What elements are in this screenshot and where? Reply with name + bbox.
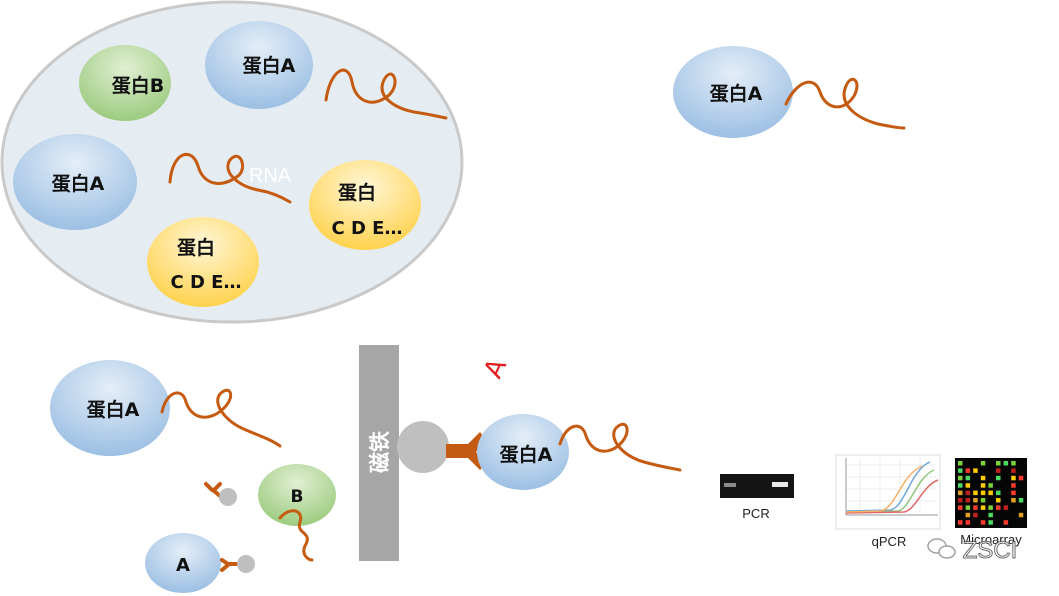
microarray-spot <box>1018 512 1024 518</box>
qpcr-label: qPCR <box>872 534 907 549</box>
rna-strand-cell-top <box>324 68 448 120</box>
protein-a-small-ellipse <box>145 533 221 593</box>
protein-a-left-label: 蛋白A <box>52 172 105 195</box>
microarray-spot <box>1011 490 1016 496</box>
microarray-spot <box>980 483 986 488</box>
microarray-spot <box>973 498 978 503</box>
protein-b-small-ellipse <box>258 464 336 526</box>
protein-a-bound-label: 蛋白A <box>500 443 553 466</box>
protein-a-top-label: 蛋白A <box>243 54 296 77</box>
microarray-spot <box>1018 498 1024 503</box>
microarray-spot <box>973 468 978 473</box>
microarray-image <box>955 458 1027 528</box>
microarray-spot <box>996 475 1001 481</box>
microarray-spot <box>1018 475 1024 481</box>
microarray-spot <box>958 483 963 488</box>
protein-cde-2-line2: C D E… <box>171 272 242 293</box>
protein-a-bound-ellipse <box>477 414 569 490</box>
protein-a-left-ellipse <box>13 134 137 230</box>
microarray-spot <box>980 520 986 525</box>
rna-strand-b <box>278 509 314 562</box>
magnet-bar <box>359 345 399 561</box>
microarray-spot <box>1003 520 1009 525</box>
microarray-spot <box>988 483 993 488</box>
microarray-spot <box>996 461 1001 466</box>
microarray-spot <box>1003 505 1009 510</box>
microarray-spot <box>958 468 963 473</box>
rna-strand-complex <box>784 77 906 130</box>
protein-a-small-label: A <box>176 555 190 576</box>
microarray-spot <box>958 461 963 466</box>
protein-cde-2-line1: 蛋白 <box>177 236 215 259</box>
protein-a-bottom-ellipse <box>50 360 170 456</box>
rna-strand-cell <box>168 153 292 204</box>
microarray-spot <box>980 505 986 510</box>
microarray-label: Microarray <box>960 532 1022 547</box>
protein-a-top-ellipse <box>205 21 313 109</box>
microarray-spot <box>988 490 993 496</box>
microarray-spot <box>965 520 971 525</box>
microarray-spot <box>1011 498 1016 503</box>
microarray-spot <box>980 490 986 496</box>
microarray-spot <box>965 512 971 518</box>
rna-label: RNA <box>249 165 292 187</box>
microarray-spot <box>996 498 1001 503</box>
magnetic-bead <box>397 421 449 473</box>
microarray-spot <box>996 505 1001 510</box>
microarray-spot <box>973 490 978 496</box>
microarray-spot <box>1011 461 1016 466</box>
microarray-spot <box>973 505 978 510</box>
protein-a-complex-ellipse <box>673 46 793 138</box>
rna-strand-bottom <box>160 388 282 448</box>
microarray-spot <box>980 475 986 481</box>
microarray-spot <box>988 520 993 525</box>
protein-cde-1-ellipse <box>309 160 421 250</box>
microarray-spot <box>988 505 993 510</box>
microarray-spot <box>965 483 971 488</box>
microarray-spot <box>965 505 971 510</box>
wechat-icon <box>927 538 956 559</box>
microarray-spot <box>1003 461 1009 466</box>
rna-strand-bound <box>558 422 682 472</box>
microarray-spot <box>1011 483 1016 488</box>
antibody-bead-free <box>204 482 237 506</box>
pcr-label: PCR <box>742 506 769 521</box>
microarray-spot <box>996 490 1001 496</box>
protein-b-ellipse <box>79 45 171 121</box>
microarray-spot <box>958 505 963 510</box>
microarray-spot <box>965 498 971 503</box>
microarray-spot <box>965 468 971 473</box>
protein-a-complex-label: 蛋白A <box>710 82 763 105</box>
magnet-label: 磁铁 <box>368 431 392 473</box>
microarray-spot <box>965 490 971 496</box>
antibody-bead-bound-small <box>220 555 255 573</box>
pcr-gel-image <box>720 474 794 498</box>
microarray-spot <box>980 498 986 503</box>
microarray-spot <box>958 475 963 481</box>
antibody-y <box>446 432 486 470</box>
microarray-spot <box>958 490 963 496</box>
protein-a-bottom-label: 蛋白A <box>87 398 140 421</box>
microarray-spot <box>980 461 986 466</box>
protein-b-small-label: B <box>291 487 304 507</box>
protein-cde-1-line2: C D E… <box>332 218 403 239</box>
microarray-spot <box>973 512 978 518</box>
microarray-spot <box>988 512 993 518</box>
qpcr-plot-image <box>835 454 941 530</box>
microarray-spot <box>1011 468 1016 473</box>
protein-b-label: 蛋白B <box>112 74 164 97</box>
microarray-spot <box>1011 475 1016 481</box>
microarray-spot <box>958 520 963 525</box>
protein-cde-1-line1: 蛋白 <box>338 181 376 204</box>
microarray-spot <box>996 468 1001 473</box>
red-mark: A <box>478 354 513 383</box>
watermark-text: ZSCI <box>963 537 1018 564</box>
protein-cde-2-ellipse <box>147 217 259 307</box>
microarray-spot <box>958 498 963 503</box>
microarray-spot <box>965 475 971 481</box>
